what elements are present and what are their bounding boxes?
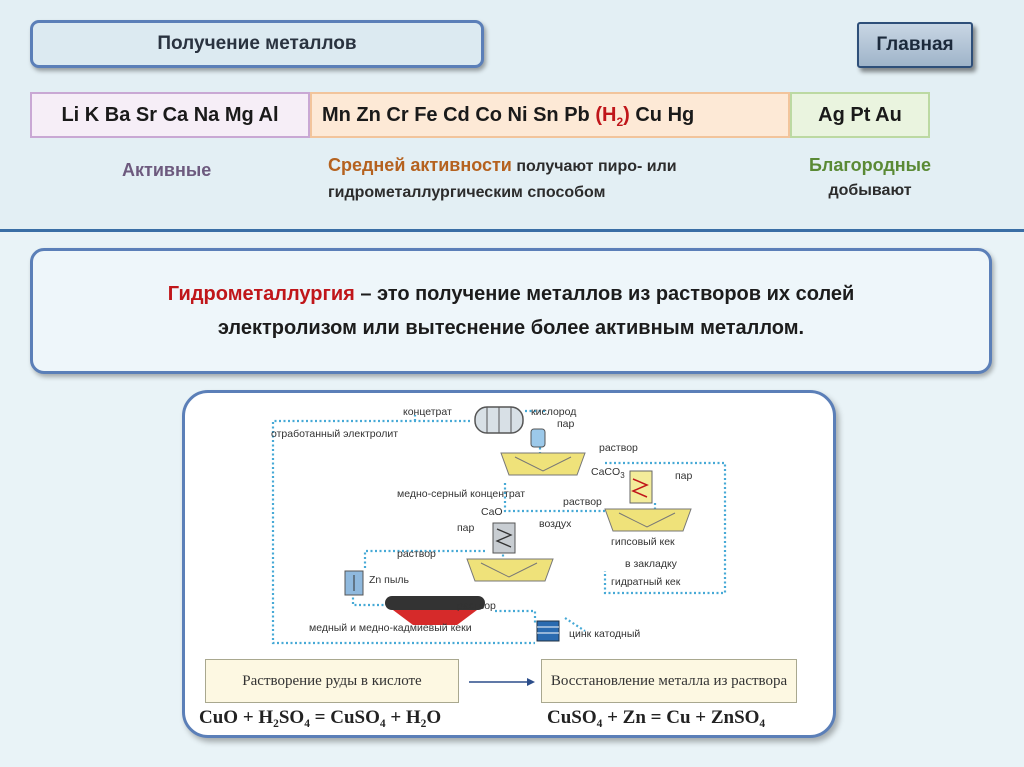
tank-top: [474, 406, 524, 434]
step-metal-reduction: Восстановление металла из раствора: [541, 659, 797, 703]
label-steam-top: пар: [557, 418, 575, 430]
label-copper-sulfur-concentrate: медно-серный концентрат: [397, 488, 525, 500]
hydrogen-marker: (H2): [595, 103, 630, 129]
page-title-text: Получение металлов: [157, 33, 357, 54]
medium-caption-highlight: Средней активности: [328, 155, 512, 175]
step-arrow: [469, 678, 535, 686]
medium-metals-tail: Cu Hg: [635, 103, 695, 126]
label-caco3: CaCO3: [591, 466, 625, 480]
label-cao: CaO: [481, 506, 503, 518]
filter-press: [385, 596, 485, 625]
label-hydrate-cake: гидратный кек: [611, 576, 681, 588]
medium-caption: Средней активности получают пиро- или ги…: [328, 152, 778, 206]
medium-caption-rest: получают пиро- или гидрометаллургическим…: [328, 158, 677, 201]
label-caco3-sub: 3: [620, 471, 625, 480]
medium-metals-list: Mn Zn Cr Fe Cd Co Ni Sn Pb: [322, 103, 590, 126]
definition-box: Гидрометаллургия – это получение металло…: [30, 248, 992, 374]
label-concentrate: концетрат: [403, 406, 452, 418]
noble-metals-group: Ag Pt Au: [790, 92, 930, 138]
thickener-2: [604, 508, 692, 532]
medium-metals-group: Mn Zn Cr Fe Cd Co Ni Sn Pb (H2) Cu Hg: [310, 92, 790, 138]
reactor-right: [629, 470, 653, 504]
noble-caption-rest: добывают: [828, 182, 912, 199]
step-ore-dissolution: Растворение руды в кислоте: [205, 659, 459, 703]
definition-line-1-rest: – это получение металлов из растворов их…: [354, 283, 855, 305]
process-diagram: концетрат кислород пар отработанный элек…: [182, 390, 836, 738]
equation-reduction: CuSO₄ + Zn = Cu + ZnSO₄: [547, 707, 766, 728]
equation-dissolution: CuO + H₂SO₄ = CuSO₄ + H₂O: [199, 707, 442, 728]
label-spent-electrolyte: отработанный электролит: [271, 428, 398, 440]
reactor-mid: [492, 522, 516, 554]
home-button[interactable]: Главная: [857, 22, 973, 68]
page-title: Получение металлов: [30, 20, 484, 68]
definition-line-1: Гидрометаллургия – это получение металло…: [168, 277, 855, 311]
active-metals-group: Li K Ba Sr Ca Na Mg Al: [30, 92, 310, 138]
label-air: воздух: [539, 518, 572, 530]
label-steam-right: пар: [675, 470, 693, 482]
label-zn-dust: Zn пыль: [369, 574, 410, 586]
definition-line-2: электролизом или вытеснение более активн…: [217, 317, 805, 339]
label-oxygen: кислород: [531, 406, 576, 418]
header-divider: [0, 229, 1024, 232]
active-metals-list: Li K Ba Sr Ca Na Mg Al: [61, 103, 279, 126]
electrolyzer: [536, 620, 560, 642]
flow-scheme: концетрат кислород пар отработанный элек…: [271, 406, 727, 645]
hydrogen-close: ): [623, 103, 630, 126]
label-steam-left: пар: [457, 522, 475, 534]
hydrogen-subscript: 2: [616, 114, 624, 129]
diagram-labels: концетрат кислород пар отработанный элек…: [271, 406, 693, 640]
label-caco3-main: CaCO: [591, 466, 620, 478]
label-solution-mid: раствор: [563, 496, 602, 508]
thickener-1: [500, 452, 586, 476]
label-copper-cadmium-cakes: медный и медно-кадмиевый кеки: [309, 622, 472, 634]
label-gypsum-cake: гипсовый кек: [611, 536, 675, 548]
label-solution-left: раствор: [397, 548, 436, 560]
label-solution-bottom: раствор: [457, 600, 496, 612]
definition-term: Гидрометаллургия: [167, 283, 355, 305]
leach-tank: [344, 570, 364, 596]
label-solution-top: раствор: [599, 442, 638, 454]
noble-caption: Благородные добывают: [790, 152, 950, 204]
hydrogen-open: (H: [595, 103, 617, 126]
thickener-3: [466, 558, 554, 582]
label-cathode-zinc: цинк катодный: [569, 628, 640, 640]
label-to-backfill: в закладку: [625, 558, 678, 570]
small-vessel: [530, 428, 546, 448]
noble-metals-list: Ag Pt Au: [818, 103, 902, 126]
noble-caption-title: Благородные: [808, 155, 932, 175]
active-caption: Активные: [122, 160, 212, 180]
home-button-label: Главная: [876, 34, 954, 55]
